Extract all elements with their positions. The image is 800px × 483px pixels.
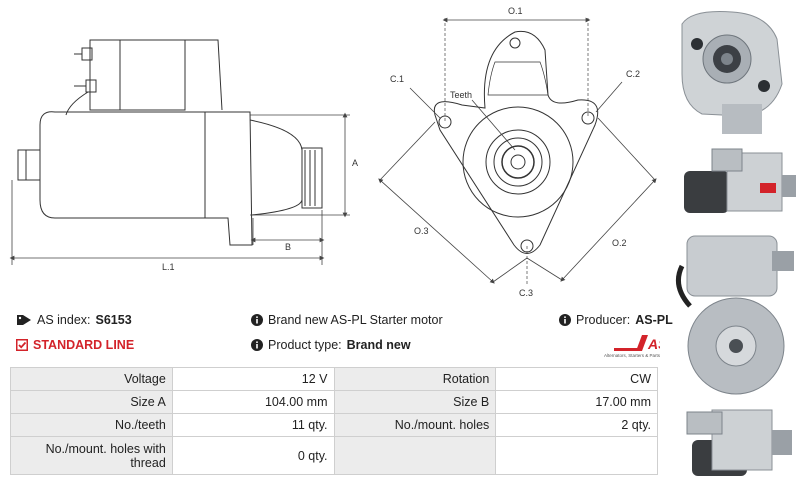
product-description: Brand new AS-PL Starter motor (251, 313, 443, 327)
tag-icon (17, 315, 31, 325)
spec-value: 2 qty. (495, 413, 658, 437)
terminal-bottom (85, 79, 97, 93)
hole-c2 (581, 111, 595, 125)
label-o1: O.1 (508, 6, 523, 16)
hole-top (509, 37, 521, 49)
label-c2: C.2 (626, 69, 640, 79)
shaft (510, 154, 526, 170)
housing-ring (462, 106, 574, 218)
pinion (301, 147, 323, 209)
starter-photo-rear (672, 226, 800, 396)
spec-label (333, 436, 497, 475)
spec-label: No./mount. holes with thread (10, 436, 173, 475)
spec-value: 0 qty. (171, 436, 335, 475)
spec-table: Voltage 12 V Rotation CW Size A 104.00 m… (10, 367, 658, 475)
starter-photo-top (672, 400, 800, 480)
label-a: A (352, 158, 358, 168)
logo-text: AS (647, 336, 660, 352)
standard-line: STANDARD LINE (16, 338, 134, 352)
solenoid-cap (89, 39, 121, 111)
spec-value (495, 436, 658, 475)
description-text: Brand new AS-PL Starter motor (268, 313, 443, 327)
nose (249, 119, 303, 216)
info-icon (559, 314, 571, 326)
rear-stud (17, 149, 27, 181)
starter-photo-side (672, 143, 800, 223)
product-type-value: Brand new (346, 338, 411, 352)
as-index-value: S6153 (95, 313, 132, 327)
logo-tagline: Alternators, Starters & Parts (603, 353, 660, 358)
spec-value: 17.00 mm (495, 390, 658, 414)
spec-value: CW (495, 367, 658, 391)
motor-body (39, 111, 206, 219)
spec-label: No./mount. holes (333, 413, 497, 437)
product-type: Product type: Brand new (251, 338, 411, 352)
pinion-outer (493, 137, 543, 187)
drive-housing (205, 111, 253, 246)
as-pl-logo: AS Alternators, Starters & Parts (596, 333, 668, 361)
spec-label: Voltage (10, 367, 173, 391)
label-l1: L.1 (162, 262, 175, 272)
label-b: B (285, 242, 291, 252)
table-row: No./teeth 11 qty. No./mount. holes 2 qty… (10, 413, 658, 437)
as-logo-icon: AS (614, 335, 668, 352)
table-row: Size A 104.00 mm Size B 17.00 mm (10, 390, 658, 414)
check-square-icon (16, 339, 28, 351)
product-type-label: Product type: (268, 338, 342, 352)
info-icon (251, 339, 263, 351)
as-index: AS index: S6153 (16, 313, 132, 327)
producer: Producer: AS-PL (559, 313, 673, 327)
spec-label: No./teeth (10, 413, 173, 437)
info-icon (251, 314, 263, 326)
producer-value: AS-PL (635, 313, 673, 327)
label-o3: O.3 (414, 226, 429, 236)
nose-ring (485, 129, 551, 195)
label-o2: O.2 (612, 238, 627, 248)
table-row: No./mount. holes with thread 0 qty. (10, 436, 658, 475)
flange-outline (433, 30, 599, 254)
solenoid-flange (185, 39, 223, 111)
technical-drawing: O.1 C.1 C.2 Teeth O.3 O.2 C.3 A B L.1 (9, 6, 657, 298)
solenoid-body (119, 39, 186, 111)
starter-photo-front (672, 4, 800, 140)
label-teeth: Teeth (450, 90, 472, 100)
label-c1: C.1 (390, 74, 404, 84)
spec-value: 12 V (171, 367, 335, 391)
hole-c1 (438, 115, 452, 129)
standard-line-text: STANDARD LINE (33, 338, 135, 352)
producer-label: Producer: (576, 313, 631, 327)
spec-label: Size B (333, 390, 497, 414)
table-row: Voltage 12 V Rotation CW (10, 367, 658, 391)
spec-label: Size A (10, 390, 173, 414)
cable (65, 91, 89, 116)
pinion-teeth (501, 145, 535, 179)
spec-value: 104.00 mm (171, 390, 335, 414)
spec-label: Rotation (333, 367, 497, 391)
label-c3: C.3 (519, 288, 533, 298)
as-index-label: AS index: (37, 313, 91, 327)
spec-value: 11 qty. (171, 413, 335, 437)
